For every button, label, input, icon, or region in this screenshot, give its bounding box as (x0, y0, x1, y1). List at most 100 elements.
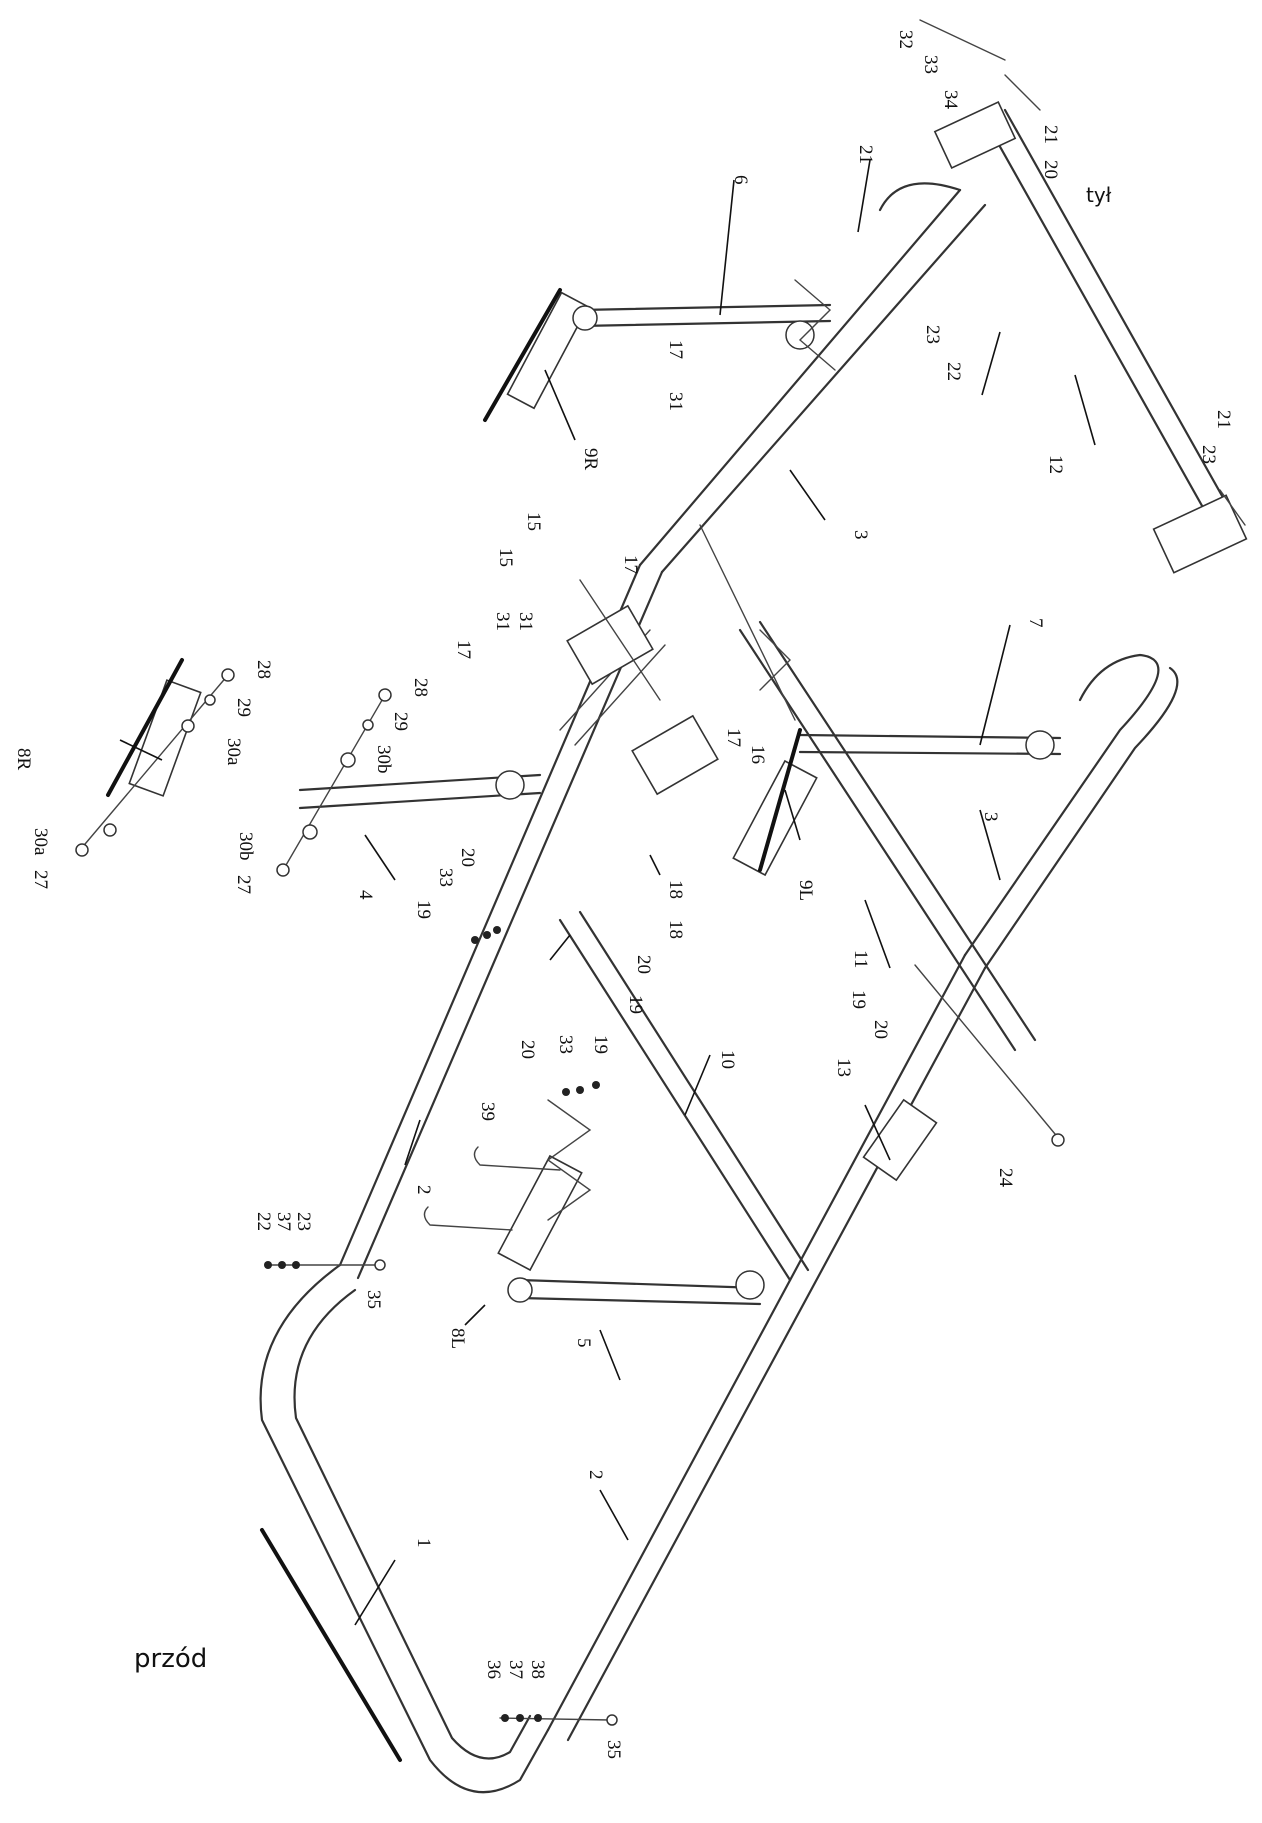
callout-19-right: 19 (848, 990, 869, 1009)
callout-28-a: 28 (253, 660, 274, 679)
callout-33-left: 33 (435, 868, 456, 887)
bracket-13 (862, 1098, 938, 1182)
callout-2-lower: 2 (585, 1470, 606, 1480)
callout-8L: 8L (447, 1328, 468, 1349)
callout-39: 39 (477, 1102, 498, 1121)
callout-30b-bottom: 30b (235, 832, 256, 861)
member-6 (578, 303, 832, 312)
front-loop-tube-inner (293, 1288, 532, 1760)
callout-29-a: 29 (233, 698, 254, 717)
rod-center (699, 524, 796, 721)
callout-20-rear: 20 (1040, 160, 1061, 179)
callout-18-b: 18 (665, 920, 686, 939)
rail-3-lower (963, 653, 1160, 957)
callout-23-lower: 23 (293, 1212, 314, 1231)
member-6-b (578, 319, 832, 328)
bold-edge-front (260, 1528, 402, 1762)
rail-3-upper-b (660, 203, 987, 574)
joint-ring-3 (1025, 730, 1055, 760)
zigzag-bracket-20 (546, 1099, 592, 1221)
washer-27a (75, 843, 89, 857)
callout-20-lower: 20 (517, 1040, 538, 1059)
callout-37-lower: 37 (505, 1660, 526, 1679)
cross-tube-10 (558, 918, 792, 1282)
rail-12 (983, 118, 1212, 522)
callout-9L: 9L (795, 880, 816, 901)
nut-23c (292, 1261, 300, 1269)
callout-17-center: 17 (620, 555, 641, 574)
callout-6: 6 (730, 175, 751, 185)
callout-19-lower: 19 (590, 1035, 611, 1054)
zigzag-bracket-11 (759, 629, 791, 691)
member-5-b (518, 1296, 762, 1306)
nut-20b (493, 926, 501, 934)
callout-35-lower: 35 (603, 1740, 624, 1759)
zigzag-bracket-6 (794, 279, 836, 371)
callout-13: 13 (833, 1058, 854, 1077)
callout-30a-bottom: 30a (30, 828, 51, 856)
callout-20-right: 20 (870, 1020, 891, 1039)
nut-20e (562, 1088, 570, 1096)
callout-28-b: 28 (410, 678, 431, 697)
bold-edge-9R (483, 288, 562, 422)
callout-38: 38 (527, 1660, 548, 1679)
callout-5: 5 (573, 1338, 594, 1348)
callout-30b-top: 30b (373, 745, 394, 774)
callout-9R: 9R (580, 448, 601, 471)
callout-15-a: 15 (523, 512, 544, 531)
rail-3-lower-b (983, 666, 1179, 970)
washer-29a (204, 694, 216, 706)
callout-7: 7 (1025, 618, 1046, 628)
cross-tube-11-b (758, 620, 1037, 1042)
member-5 (518, 1278, 762, 1290)
nut-36 (501, 1714, 509, 1722)
hook-39b (423, 1206, 513, 1231)
washer-30bB (302, 824, 318, 840)
callout-21-12: 21 (1213, 410, 1234, 429)
callout-22-lower: 22 (253, 1212, 274, 1231)
callout-19-center: 19 (625, 995, 646, 1014)
washer-24 (1051, 1133, 1065, 1147)
washer-35a (374, 1259, 386, 1271)
callout-21-upper: 21 (855, 145, 876, 164)
nut-37a (278, 1261, 286, 1269)
side-rail-right-b (566, 966, 987, 1742)
nut-19d (592, 1081, 600, 1089)
bracket-rear-top (933, 101, 1017, 169)
fasteners (75, 19, 1246, 1726)
leaders (119, 159, 1096, 1626)
clamp-center-a (566, 604, 654, 686)
joint-ring-1 (495, 770, 525, 800)
nut-37b (516, 1714, 524, 1722)
callout-29-b: 29 (390, 712, 411, 731)
washer-28a (221, 668, 235, 682)
nut-38 (534, 1714, 542, 1722)
callout-18-a: 18 (665, 880, 686, 899)
joint-ring-5 (572, 305, 598, 331)
label-rear: tył (1086, 183, 1112, 207)
callout-2-upper: 2 (413, 1185, 434, 1195)
callout-32: 32 (895, 30, 916, 49)
callout-31-b: 31 (492, 612, 513, 631)
callout-4: 4 (355, 890, 376, 900)
callout-16: 16 (747, 745, 768, 764)
callout-15-b: 15 (495, 548, 516, 567)
callout-30a-top: 30a (223, 738, 244, 766)
callout-10: 10 (717, 1050, 738, 1069)
callout-27-a: 27 (30, 870, 51, 889)
rail-3-upper (638, 188, 962, 567)
nut-22b (264, 1261, 272, 1269)
washer-30bA (340, 752, 356, 768)
bolt-line-24 (914, 964, 1061, 1141)
washer-30aB (103, 823, 117, 837)
nut-33b (483, 931, 491, 939)
callouts: 32 33 34 21 20 6 21 17 31 9R 23 22 12 21… (13, 30, 1234, 1759)
bracket-rear-12 (1152, 494, 1248, 574)
callout-31-upper: 31 (665, 392, 686, 411)
callout-34: 34 (940, 90, 961, 110)
bold-edges (106, 288, 802, 1762)
callout-36: 36 (483, 1660, 504, 1679)
callout-17-upper: 17 (665, 340, 686, 359)
washer-35b (606, 1714, 618, 1726)
